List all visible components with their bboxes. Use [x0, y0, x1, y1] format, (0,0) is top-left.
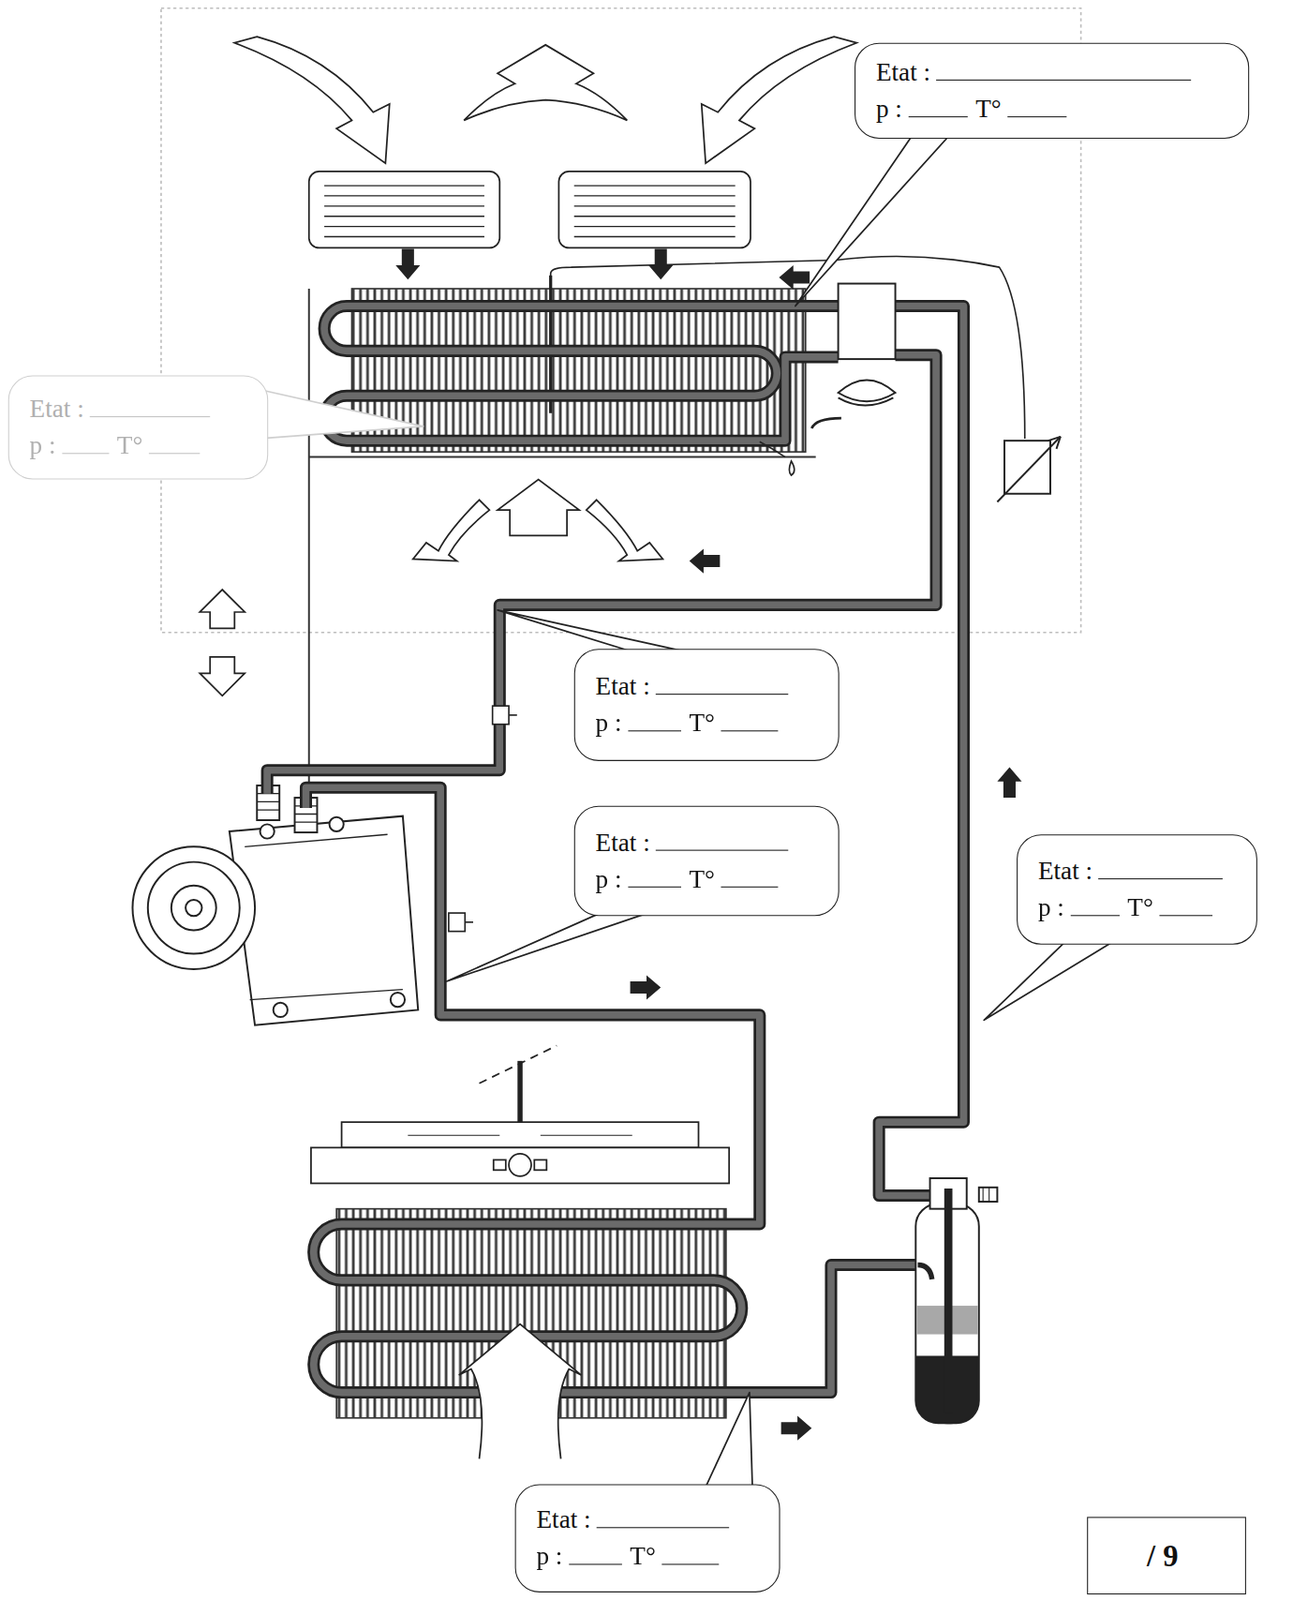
refrigerant-pipes — [267, 305, 964, 1392]
answer-blank — [61, 427, 109, 454]
text-row: Etat : — [29, 390, 248, 428]
answer-blank — [1070, 889, 1119, 916]
field-label: Etat : — [595, 671, 651, 699]
airflow-arrows — [234, 36, 857, 561]
field-label: T° — [117, 431, 144, 459]
field: T° — [688, 708, 778, 736]
text-row: Etat : — [1038, 852, 1236, 890]
air-filters — [309, 171, 751, 249]
answer-blank — [596, 1501, 729, 1528]
text-row: p : T° — [595, 861, 818, 898]
field: Etat : — [876, 58, 1192, 86]
field: T° — [975, 94, 1067, 122]
field: T° — [1127, 892, 1213, 921]
field: / 9 — [1146, 1537, 1179, 1572]
field: Etat : — [1038, 856, 1223, 884]
field: p : — [29, 431, 110, 459]
field-label: p : — [876, 94, 903, 122]
answer-blank — [936, 54, 1192, 81]
text-row: p : T° — [29, 427, 248, 464]
field: Etat : — [595, 671, 789, 699]
field: p : — [876, 94, 968, 122]
field-label: p : — [1038, 892, 1065, 921]
field: p : — [535, 1542, 622, 1570]
flow-arrows — [395, 249, 1022, 1441]
answer-blank — [627, 704, 682, 731]
compressor — [132, 785, 418, 1026]
field: Etat : — [29, 394, 211, 422]
answer-blank — [720, 704, 778, 731]
answer-blank — [627, 861, 682, 888]
field-label: Etat : — [1038, 856, 1093, 884]
callout-bubble: Etat : p : T° — [854, 43, 1249, 139]
field: T° — [117, 431, 200, 459]
callout-tails — [260, 127, 1123, 1491]
answer-blank — [1099, 852, 1224, 879]
field-label: T° — [688, 708, 715, 736]
condenser-fan — [311, 1045, 729, 1184]
field-label: Etat : — [876, 58, 931, 86]
text-row: Etat : — [876, 54, 1228, 91]
callout-bubble: Etat : p : T° — [8, 375, 269, 480]
service-ports — [448, 705, 518, 932]
field-label: p : — [595, 864, 623, 892]
callout-bubble: Etat : p : T° — [515, 1484, 781, 1592]
field: p : — [1038, 892, 1120, 921]
field-label: Etat : — [535, 1504, 591, 1532]
field: Etat : — [595, 828, 789, 856]
field-label: / 9 — [1146, 1537, 1179, 1572]
field-label: T° — [1127, 892, 1154, 921]
field: p : — [595, 864, 682, 892]
callout-bubble: Etat : p : T° — [574, 648, 840, 761]
refrigerant-pipes — [267, 305, 964, 1392]
text-row: p : T° — [1038, 889, 1236, 926]
field-label: p : — [29, 431, 57, 459]
field-label: T° — [629, 1542, 656, 1570]
field-label: Etat : — [29, 394, 85, 422]
field-label: T° — [975, 94, 1002, 122]
field-label: p : — [595, 708, 623, 736]
score-box: / 9 — [1086, 1515, 1247, 1594]
answer-blank — [1159, 889, 1213, 916]
text-row: p : T° — [876, 90, 1228, 128]
expansion-valve — [811, 283, 895, 430]
answer-blank — [661, 1537, 719, 1564]
field: p : — [595, 708, 682, 736]
callout-bubble: Etat : p : T° — [574, 805, 840, 917]
callout-bubble: Etat : p : T° — [1016, 833, 1258, 945]
text-row: Etat : — [595, 823, 818, 861]
answer-blank — [720, 861, 778, 888]
air-direction-arrows — [199, 589, 581, 1458]
field: T° — [688, 864, 778, 892]
answer-blank — [907, 90, 967, 118]
answer-blank — [1007, 90, 1067, 118]
answer-blank — [655, 668, 788, 695]
text-row: / 9 — [1146, 1536, 1187, 1574]
field: Etat : — [535, 1504, 729, 1532]
answer-blank — [655, 823, 788, 850]
field: T° — [629, 1542, 719, 1570]
text-row: p : T° — [595, 704, 818, 742]
field-label: Etat : — [595, 828, 651, 856]
answer-blank — [89, 390, 210, 417]
condensate-drip — [759, 441, 795, 476]
receiver-drier — [915, 1177, 997, 1423]
field-label: p : — [535, 1542, 563, 1570]
answer-blank — [568, 1537, 623, 1564]
text-row: Etat : — [595, 668, 818, 705]
answer-blank — [148, 427, 200, 454]
text-row: p : T° — [535, 1537, 758, 1575]
text-row: Etat : — [535, 1501, 758, 1538]
field-label: T° — [688, 864, 715, 892]
